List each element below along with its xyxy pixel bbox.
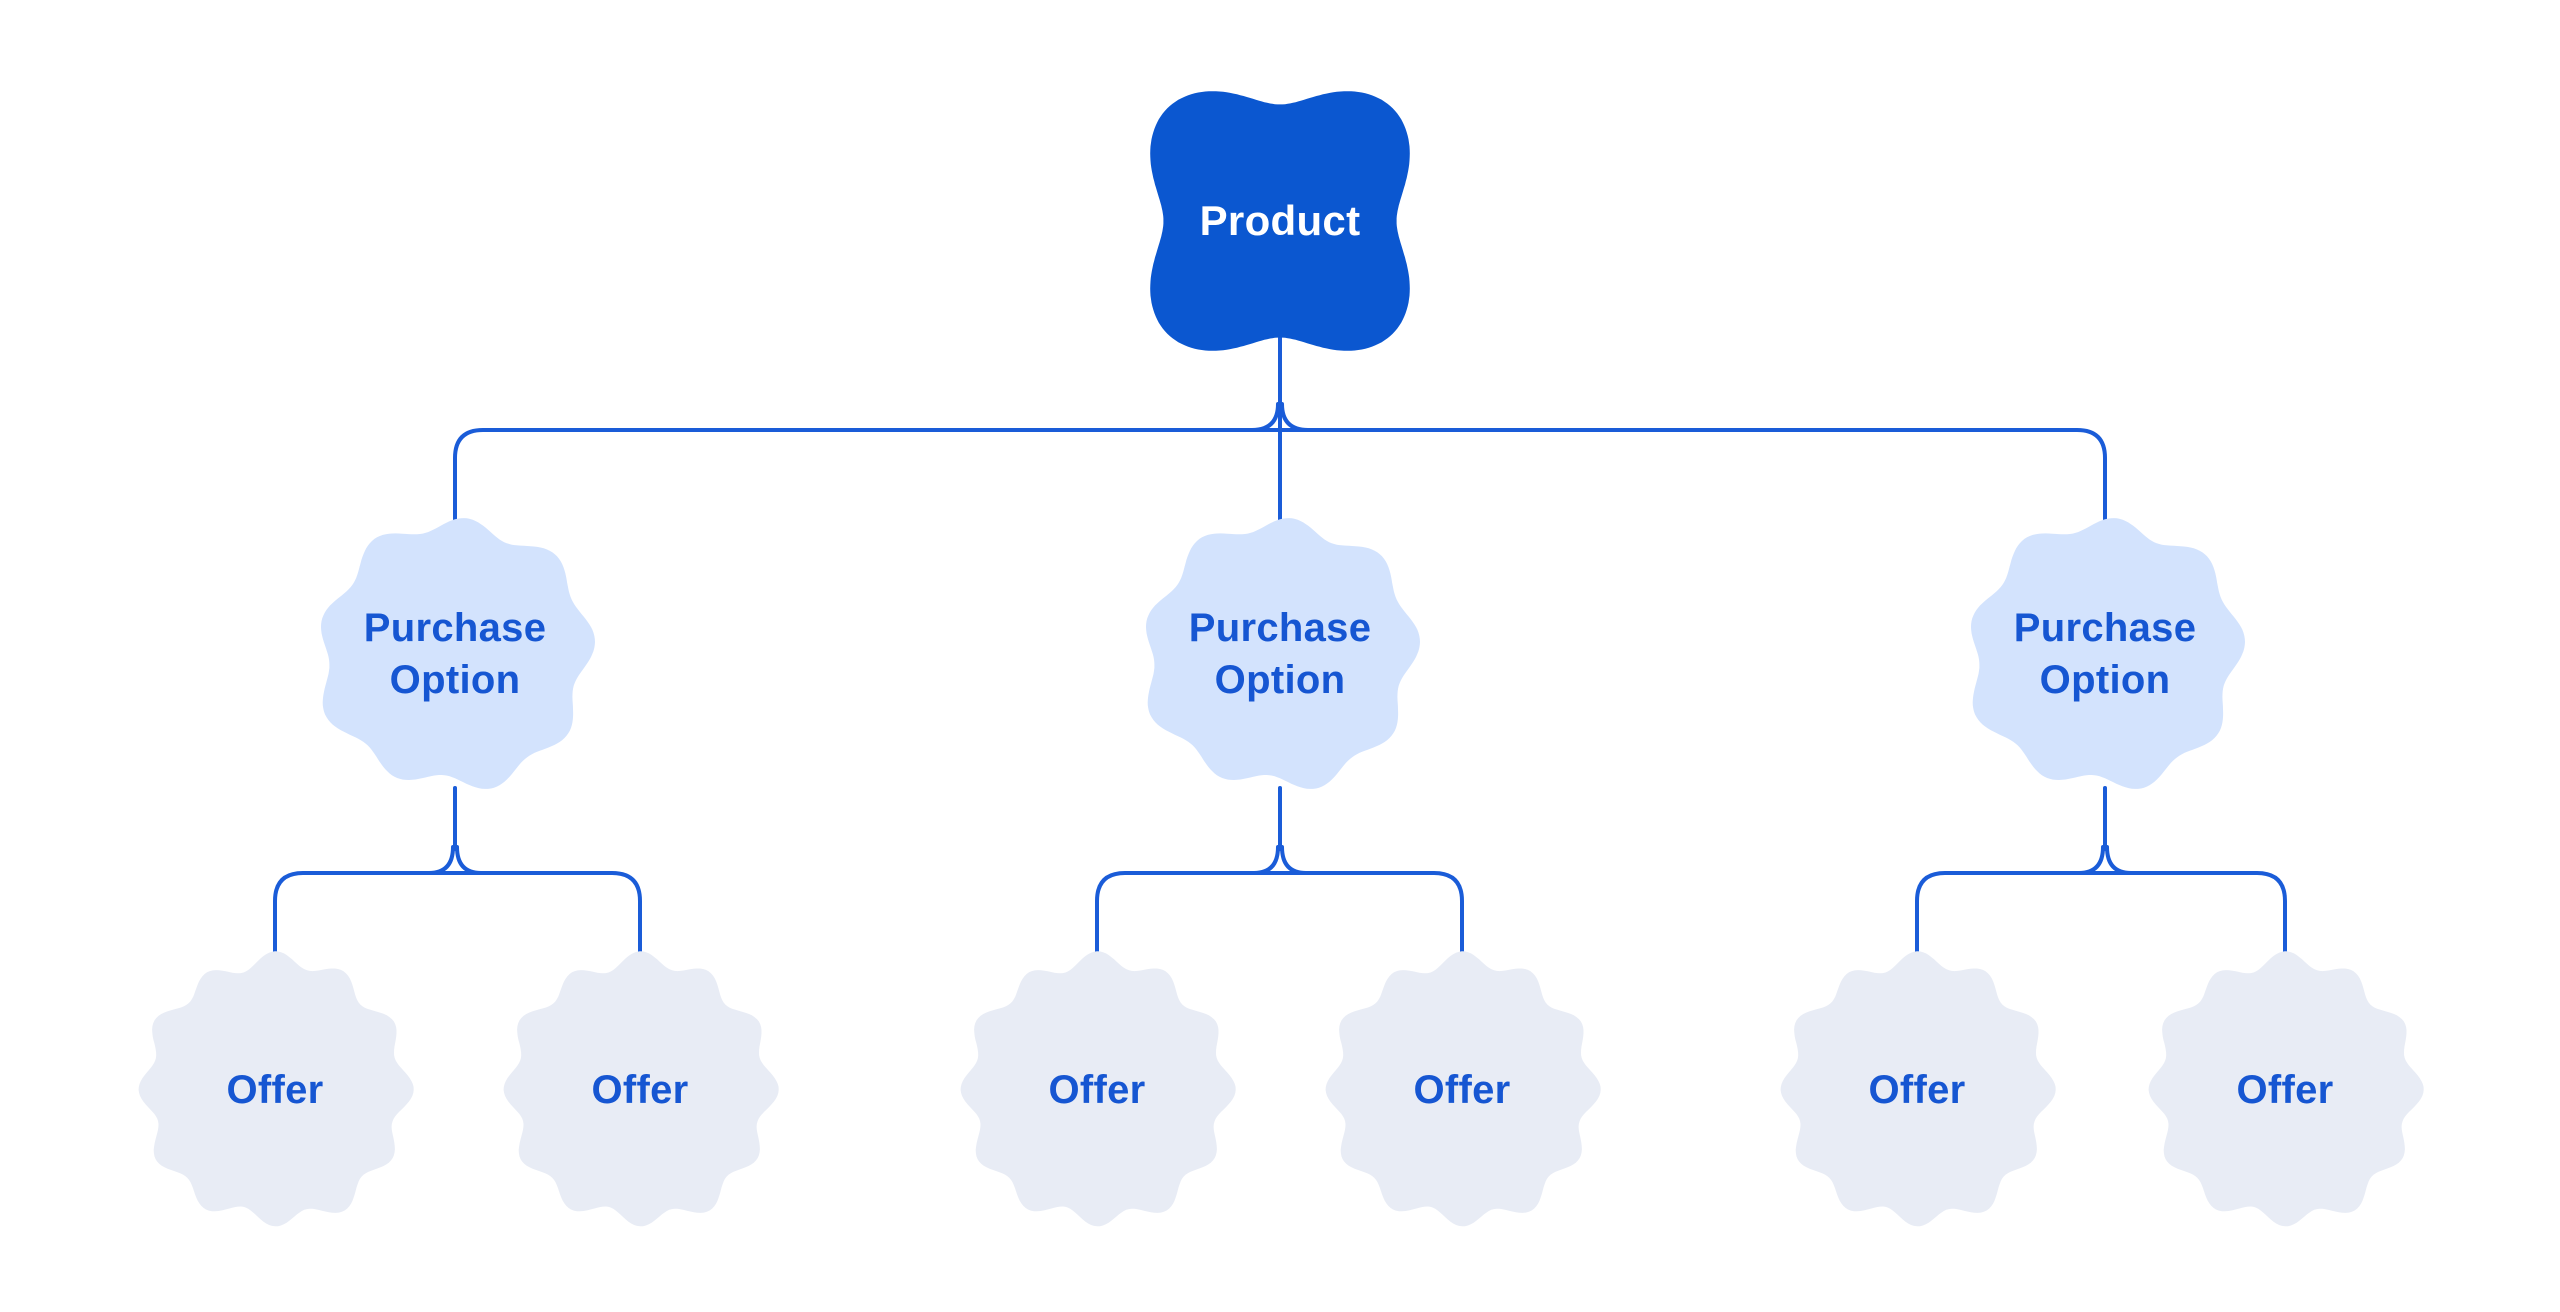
node-offer-5: Offer bbox=[1777, 950, 2057, 1230]
node-offer-2: Offer bbox=[500, 950, 780, 1230]
scallop-blob-path bbox=[1780, 951, 2056, 1227]
node-purchase-option-3-label: Purchase Option bbox=[2013, 606, 2197, 702]
node-product-label: Product bbox=[1199, 196, 1361, 244]
node-offer-6: Offer bbox=[2145, 950, 2425, 1230]
node-purchase-option-2-label: Purchase Option bbox=[1188, 606, 1372, 702]
scallop-blob-shape bbox=[1780, 951, 2056, 1227]
node-purchase-option-1-label: Purchase Option bbox=[363, 606, 547, 702]
product-blob-shape bbox=[1150, 91, 1410, 351]
node-purchase-option-2: Purchase Option bbox=[1140, 514, 1420, 794]
node-offer-4: Offer bbox=[1322, 950, 1602, 1230]
cloud-blob-shape bbox=[1146, 518, 1420, 789]
node-offer-2-label: Offer bbox=[591, 1068, 689, 1112]
scallop-blob-shape bbox=[2148, 951, 2424, 1227]
cloud-blob-shape bbox=[321, 518, 595, 789]
cloud-blob-path bbox=[1146, 518, 1420, 789]
node-offer-1-label: Offer bbox=[226, 1068, 324, 1112]
scallop-blob-shape bbox=[1325, 951, 1601, 1227]
scallop-blob-path bbox=[2148, 951, 2424, 1227]
node-offer-3-label: Offer bbox=[1048, 1068, 1146, 1112]
scallop-blob-path bbox=[138, 951, 414, 1227]
node-offer-4-label: Offer bbox=[1413, 1068, 1511, 1112]
node-purchase-option-1: Purchase Option bbox=[315, 514, 595, 794]
cloud-blob-path bbox=[1971, 518, 2245, 789]
scallop-blob-shape bbox=[138, 951, 414, 1227]
node-purchase-option-3: Purchase Option bbox=[1965, 514, 2245, 794]
scallop-blob-path bbox=[960, 951, 1236, 1227]
product-blob-path bbox=[1150, 91, 1410, 351]
scallop-blob-path bbox=[1325, 951, 1601, 1227]
node-offer-6-label: Offer bbox=[2236, 1068, 2334, 1112]
node-product: Product bbox=[1140, 81, 1420, 361]
cloud-blob-shape bbox=[1971, 518, 2245, 789]
node-offer-1: Offer bbox=[135, 950, 415, 1230]
scallop-blob-shape bbox=[503, 951, 779, 1227]
scallop-blob-shape bbox=[960, 951, 1236, 1227]
node-offer-3: Offer bbox=[957, 950, 1237, 1230]
node-offer-5-label: Offer bbox=[1868, 1068, 1966, 1112]
scallop-blob-path bbox=[503, 951, 779, 1227]
cloud-blob-path bbox=[321, 518, 595, 789]
